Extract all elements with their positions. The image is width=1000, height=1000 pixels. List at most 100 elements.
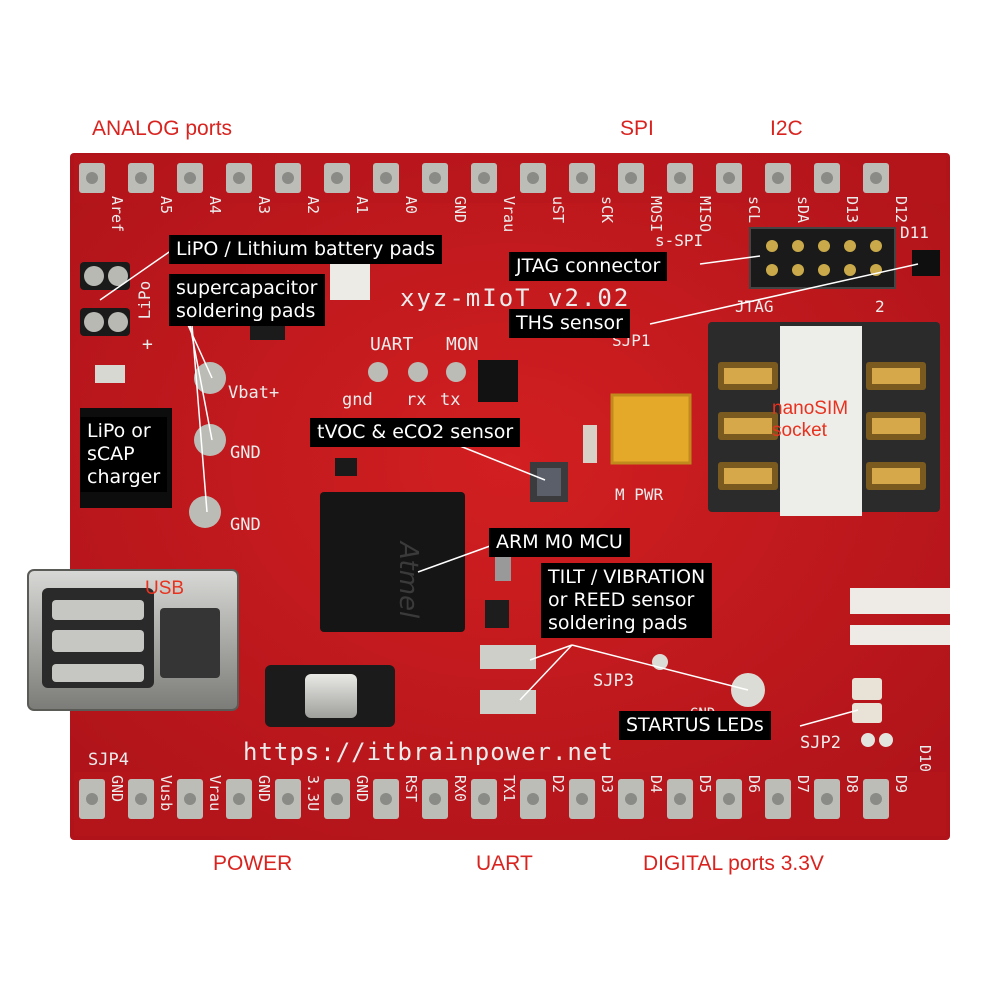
silk-d10: D10 <box>916 745 934 772</box>
bottom-header-pad-hole <box>429 793 441 805</box>
top-header-pad-hole <box>576 172 588 184</box>
bottom-header-strip <box>74 772 946 836</box>
top-header-pad-hole <box>674 172 686 184</box>
top-header-pad-hole <box>233 172 245 184</box>
label-analog-ports: ANALOG ports <box>92 117 233 140</box>
bottom-header-pad-hole <box>772 793 784 805</box>
top-header-pad-hole <box>184 172 196 184</box>
callout-tilt-line-3: soldering pads <box>548 612 688 634</box>
silk-plus: + <box>142 334 153 355</box>
silk-url: https://itbrainpower.net <box>243 738 614 766</box>
white-strip-1 <box>850 588 950 614</box>
top-header-pad-hole <box>331 172 343 184</box>
bottom-pin-label: D9 <box>892 775 910 793</box>
top-pin-label: Vrau <box>500 196 518 232</box>
jtag-pin <box>792 264 804 276</box>
silk-rx: rx <box>406 390 426 410</box>
bottom-header-pad-hole <box>184 793 196 805</box>
bottom-pin-label: TX1 <box>500 775 518 802</box>
callout-supercapacitor: supercapacitor soldering pads <box>169 274 325 326</box>
sim-contact-left-gold <box>724 468 772 484</box>
sim-contacts <box>718 362 926 490</box>
crystal <box>495 555 511 581</box>
silk-gnd-pad-1: GND <box>230 443 261 463</box>
silk-two: 2 <box>875 297 885 316</box>
jtag-pin <box>792 240 804 252</box>
sim-contact-left-gold <box>724 368 772 384</box>
tilt-pad-2 <box>480 690 536 714</box>
top-pin-label: A5 <box>157 196 175 214</box>
label-usb: USB <box>145 578 185 599</box>
sjp2-pad-2 <box>879 733 893 747</box>
bottom-pin-label: D4 <box>647 775 665 793</box>
uart-tx-pad <box>446 362 466 382</box>
silk-sjp3: SJP3 <box>593 671 634 691</box>
top-header-strip <box>74 155 946 203</box>
led-2 <box>852 703 882 723</box>
jtag-pin <box>818 264 830 276</box>
bottom-pin-label: 3.3U <box>304 775 322 811</box>
small-chip-5 <box>485 600 509 628</box>
callout-charger: LiPo or sCAP charger <box>80 417 168 492</box>
regulator-chip <box>478 360 518 402</box>
bottom-pin-label: D6 <box>745 775 763 793</box>
top-header-pad-hole <box>723 172 735 184</box>
gnd-pad-2 <box>189 496 221 528</box>
bottom-pin-label: GND <box>255 775 273 802</box>
silk-sjp2: SJP2 <box>800 733 841 753</box>
sim-socket-inner <box>780 326 862 516</box>
charger-cap <box>95 365 125 383</box>
top-header-pad-hole <box>86 172 98 184</box>
label-uart: UART <box>476 852 533 875</box>
top-header-pad-hole <box>527 172 539 184</box>
label-spi: SPI <box>620 117 654 140</box>
top-pin-label: uST <box>549 196 567 223</box>
top-pin-label: sCK <box>598 196 616 223</box>
bottom-header-pad-hole <box>576 793 588 805</box>
silk-jtag: JTAG <box>735 297 774 316</box>
callout-supercapacitor-line-1: supercapacitor <box>176 277 318 299</box>
bottom-pin-label: Vrau <box>206 775 224 811</box>
top-header-pad-hole <box>380 172 392 184</box>
bottom-pin-label: Vusb <box>157 775 175 811</box>
callout-lipo-battery-pads: LiPO / Lithium battery pads <box>169 235 443 264</box>
jtag-pin <box>870 240 882 252</box>
label-nanosim-line-1: nanoSIM <box>772 398 849 419</box>
top-pin-label: A3 <box>255 196 273 214</box>
bottom-pin-label: D7 <box>794 775 812 793</box>
callout-tilt-sensor: TILT / VIBRATION or REED sensor solderin… <box>541 563 713 638</box>
led-mpwr <box>583 425 597 463</box>
silk-mon: MON <box>446 334 479 355</box>
bottom-header-pad-hole <box>331 793 343 805</box>
callout-tilt-line-2: or REED sensor <box>548 589 695 611</box>
bottom-header-pad-hole <box>86 793 98 805</box>
callout-ths-sensor: THS sensor <box>509 309 630 338</box>
silk-chip-brand: Atmel <box>393 540 423 619</box>
bottom-header-pad-hole <box>870 793 882 805</box>
callout-supercapacitor-line-2: soldering pads <box>176 300 316 322</box>
bottom-header-pad-hole <box>282 793 294 805</box>
bottom-header-pad-hole <box>821 793 833 805</box>
bottom-pin-label: D3 <box>598 775 616 793</box>
callout-charger-line-2: sCAP <box>87 443 135 465</box>
jtag-pin <box>844 264 856 276</box>
bottom-header-pad-hole <box>478 793 490 805</box>
silk-d11: D11 <box>900 223 929 242</box>
top-header-pad-hole <box>135 172 147 184</box>
top-pin-label: sDA <box>794 196 812 223</box>
uart-rx-pad <box>408 362 428 382</box>
white-strip-2 <box>850 625 950 645</box>
silk-s-spi: s-SPI <box>655 231 703 250</box>
bottom-header-pad-hole <box>527 793 539 805</box>
jtag-pin <box>844 240 856 252</box>
silk-uart: UART <box>370 334 414 355</box>
top-header-pad-hole <box>282 172 294 184</box>
silk-board-name: xyz-mIoT v2.02 <box>400 284 630 312</box>
top-pin-label: D13 <box>843 196 861 223</box>
jtag-pin <box>766 264 778 276</box>
top-pin-label: MISO <box>696 196 714 232</box>
ths-sensor <box>912 250 940 276</box>
